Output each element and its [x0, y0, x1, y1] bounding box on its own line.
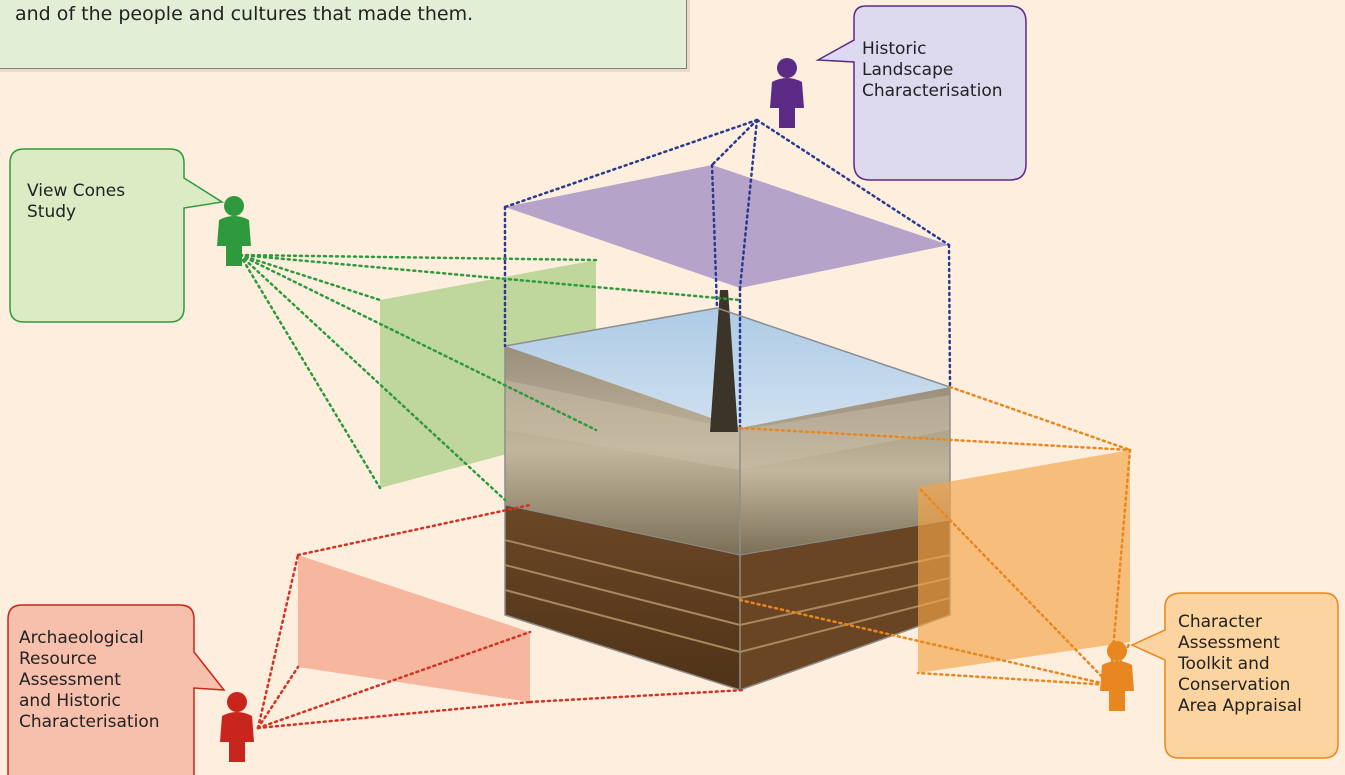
landscape-plane — [505, 165, 949, 288]
label-line: Assessment — [19, 670, 121, 690]
label-line: Characterisation — [862, 81, 1003, 101]
green-viewer-icon — [217, 196, 251, 266]
green-sight-lines — [238, 253, 742, 502]
conservation-plane — [918, 450, 1130, 673]
label-line: Conservation — [1178, 675, 1291, 695]
red-viewer-icon — [220, 692, 254, 762]
archaeological-label: Archaeological Resource Assessment and H… — [19, 628, 160, 733]
historic-landscape-label: Historic Landscape Characterisation — [862, 39, 1003, 102]
townscape-block — [504, 290, 951, 691]
character-assessment-label: Character Assessment Toolkit and Conserv… — [1178, 612, 1302, 717]
label-line: Historic — [862, 39, 927, 59]
purple-viewer-icon — [770, 58, 804, 128]
intro-text: and of the people and cultures that made… — [15, 3, 474, 25]
label-line: Characterisation — [19, 712, 160, 732]
label-line: Area Appraisal — [1178, 696, 1302, 716]
label-line: Landscape — [862, 60, 954, 80]
label-line: Resource — [19, 649, 97, 669]
archaeology-plane — [298, 555, 530, 702]
label-line: and Historic — [19, 691, 121, 711]
intro-box: and of the people and cultures that made… — [0, 0, 687, 69]
label-line: Toolkit and — [1178, 654, 1270, 674]
character-assessment-callout — [1130, 592, 1339, 759]
view-cones-label: View Cones Study — [27, 181, 125, 223]
orange-viewer-icon — [1100, 641, 1134, 711]
label-line: Character — [1178, 612, 1262, 632]
label-line: Study — [27, 202, 77, 222]
label-line: Archaeological — [19, 628, 144, 648]
historic-landscape-callout — [815, 5, 1027, 181]
view-cones-callout — [9, 148, 225, 323]
label-line: Assessment — [1178, 633, 1280, 653]
red-sight-lines — [256, 503, 747, 730]
purple-sight-lines — [503, 118, 952, 430]
label-line: View Cones — [27, 181, 126, 201]
archaeological-callout — [7, 604, 226, 775]
